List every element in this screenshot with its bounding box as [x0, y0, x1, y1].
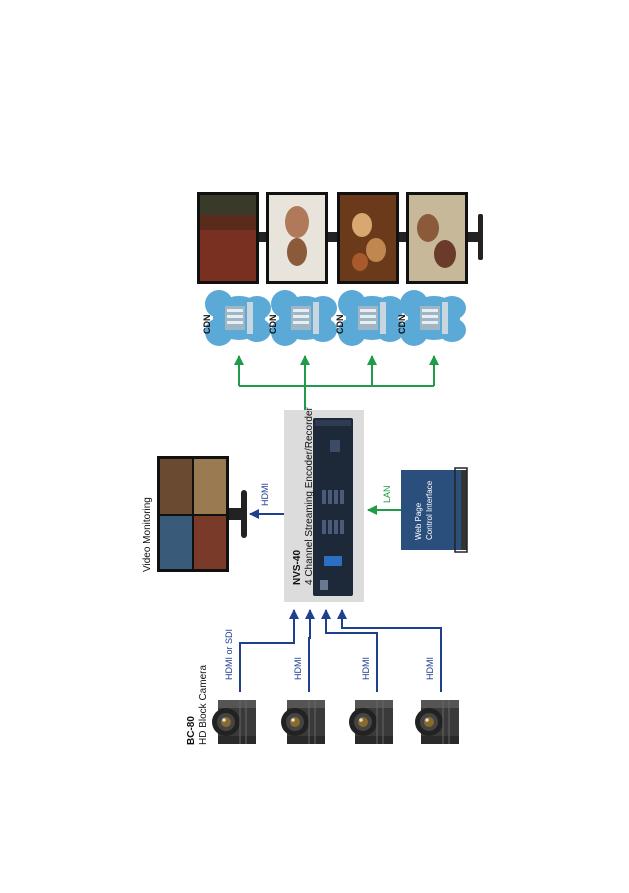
camera-3-icon: [348, 699, 394, 745]
cam4-connection-label: HDMI: [425, 657, 435, 680]
input-arrow-2: [305, 609, 315, 692]
input-arrow-1: [239, 609, 299, 692]
encoder-device-icon: [313, 418, 353, 596]
cdn-cloud-2-icon: [271, 290, 337, 346]
cdn-4-label: CDN: [397, 315, 407, 335]
input-arrow-4: [337, 609, 442, 692]
camera-desc-label: HD Block Camera: [198, 665, 209, 745]
encoder-model-label: NVS-40: [292, 550, 303, 585]
video-monitoring-label: Video Monitoring: [142, 497, 153, 572]
laptop-line2-label: Control Interface: [425, 480, 434, 540]
destination-monitor-4-icon: [406, 192, 483, 284]
input-arrow-3: [321, 609, 378, 692]
video-monitoring-monitor-icon: [157, 456, 247, 572]
monitor-hdmi-label: HDMI: [260, 483, 270, 506]
destination-monitor-2-icon: [266, 192, 343, 284]
laptop-icon: [401, 467, 468, 553]
camera-2-icon: [280, 699, 326, 745]
cam3-connection-label: HDMI: [361, 657, 371, 680]
laptop-line1-label: Web Page: [414, 502, 423, 540]
cdn-1-label: CDN: [202, 315, 212, 335]
destination-monitor-3-icon: [337, 192, 414, 284]
cdn-3-label: CDN: [335, 315, 345, 335]
cdn-cloud-1-icon: [205, 290, 271, 346]
encoder-desc-label: 4 Channel Streaming Encoder/Recorder: [304, 406, 315, 585]
camera-4-icon: [414, 699, 460, 745]
camera-1-icon: [211, 699, 257, 745]
cdn-2-label: CDN: [268, 315, 278, 335]
cam1-connection-label: HDMI or SDI: [224, 629, 234, 680]
lan-label: LAN: [382, 485, 392, 503]
cdn-cloud-3-icon: [338, 290, 404, 346]
camera-model-label: BC-80: [186, 716, 197, 745]
cam2-connection-label: HDMI: [293, 657, 303, 680]
destination-monitor-1-icon: [197, 192, 274, 284]
cdn-cloud-4-icon: [400, 290, 466, 346]
